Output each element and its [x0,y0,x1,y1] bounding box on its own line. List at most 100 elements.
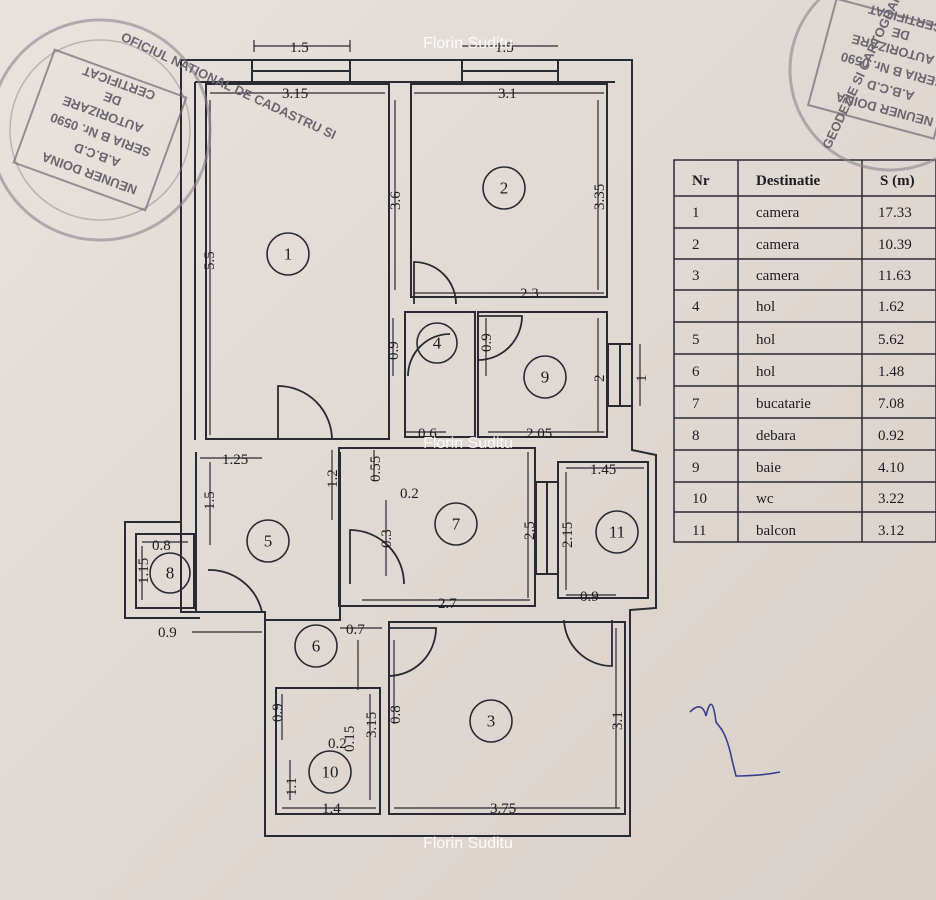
table-cell-nr: 7 [692,396,700,412]
dim-wc-h1: 0.9 [270,703,286,722]
table-cell-s: 7.08 [878,396,904,412]
table-row: 7 bucatarie 7.08 [692,396,904,412]
door-balcony [563,619,613,667]
door-room-1 [277,385,333,441]
dim-balcony-door: 0.9 [580,589,599,605]
dim-baie-width: 2.05 [526,426,552,442]
table-row: 10 wc 3.22 [692,491,904,507]
room-2-outline [410,83,608,298]
door-room-2 [413,261,457,305]
table-row: 11 balcon 3.12 [692,523,904,539]
room-11-marker [595,510,639,554]
table-cell-nr: 10 [692,491,707,507]
table-cell-s: 3.22 [878,491,904,507]
room-5-label: 5 [264,532,273,551]
table-cell-destinatie: debara [756,428,796,444]
dim-hol6-h: 0.8 [388,705,404,724]
door-debara [207,569,264,613]
table-header-s: S (m) [880,173,915,189]
table-header-destinatie: Destinatie [756,173,820,189]
table-row: 1 camera 17.33 [692,205,912,221]
room-2-marker [482,166,526,210]
table-cell-s: 11.63 [878,268,911,284]
dim-kitchen-width: 2.7 [438,596,457,612]
dim-top-window-right: 1.5 [495,40,514,56]
table-cell-nr: 3 [692,268,700,284]
dim-kitchen-door: 0.3 [379,529,395,548]
door-kitchen [349,529,405,585]
table-cell-destinatie: camera [756,205,800,221]
table-cell-nr: 8 [692,428,700,444]
table-cell-s: 5.62 [878,332,904,348]
dim-balcony-height: 2.15 [560,522,576,548]
dim-room2-width: 3.1 [498,86,517,102]
dim-room2-height: 3.35 [592,184,608,210]
dim-debara-door: 0.9 [158,625,177,641]
door-baie [477,315,523,361]
dim-balcony-width: 1.45 [590,462,616,478]
room-6-marker [294,624,338,668]
room-1-marker [266,232,310,276]
room-4-marker [416,322,458,364]
room-labels: 1 2 3 4 5 6 7 8 9 10 11 [166,179,625,782]
table-cell-s: 17.33 [878,205,912,221]
table-cell-destinatie: camera [756,237,800,253]
room-3-label: 3 [487,712,496,731]
hol-5-outline [195,452,341,621]
stamp-left-line-4: DE [101,89,123,109]
dim-hol5-door: 1.2 [325,469,341,488]
table-header-nr: Nr [692,173,710,189]
dim-room3-height: 3.1 [610,711,626,730]
watermark-middle: Florin Suditu [423,435,513,452]
room-3-outline [388,621,626,815]
table-cell-nr: 9 [692,460,700,476]
table-cell-destinatie: bucatarie [756,396,811,412]
dim-debara-w: 0.8 [152,538,171,554]
room-7-label: 7 [452,515,461,534]
signature [689,703,781,777]
table-cell-destinatie: wc [756,491,774,507]
dim-window-right: 1 [634,375,650,383]
room-11-label: 11 [609,523,625,542]
table-cell-destinatie: hol [756,364,775,380]
dim-hol5-width: 1.25 [222,452,248,468]
room-7-marker [434,502,478,546]
room-10-label: 10 [322,763,339,782]
table-cell-nr: 4 [692,299,700,315]
room-9-marker [523,355,567,399]
room-10-marker [308,750,352,794]
room-1-outline [205,83,390,440]
table-cell-destinatie: balcon [756,523,796,539]
dim-wc-w: 1.4 [322,801,341,817]
hol-4-outline [404,311,476,438]
table-row: 8 debara 0.92 [692,428,904,444]
dim-room3-width: 3.75 [490,801,516,817]
table-cell-s: 0.92 [878,428,904,444]
table-cell-nr: 2 [692,237,700,253]
table-cell-s: 3.12 [878,523,904,539]
dim-hol6-door: 0.7 [346,622,365,638]
dim-debara-h: 1.15 [136,558,152,584]
table-cell-s: 1.48 [878,364,904,380]
room-4-label: 4 [433,334,442,353]
dim-hol4-bottom: 0.6 [418,426,437,442]
table-cell-nr: 5 [692,332,700,348]
room-2-label: 2 [500,179,509,198]
dim-room1-height: 5.5 [202,251,218,270]
table-cell-destinatie: hol [756,299,775,315]
door-room-3 [387,627,437,677]
room-5-marker [246,519,290,563]
table-cell-s: 1.62 [878,299,904,315]
debara-8-outline [135,533,195,609]
table-cell-nr: 11 [692,523,706,539]
table-cell-nr: 1 [692,205,700,221]
table-row: 4 hol 1.62 [692,299,904,315]
